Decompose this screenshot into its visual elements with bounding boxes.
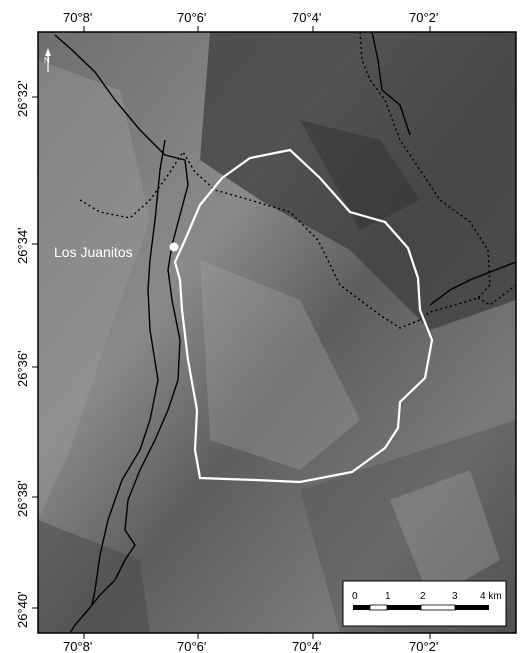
bottom-tick-label-70-2: 70°2' [409,639,438,653]
scale-segment-4 [420,604,456,611]
study-area-outline [173,148,434,484]
left-tick-label-26-38: 26°38' [15,480,30,517]
los-juanitos-marker [169,242,179,252]
scale-label-3: 3 [452,591,458,602]
scale-bar: 0 1 2 3 4 km [342,580,507,627]
scale-label-4km: 4 km [480,591,502,602]
river-west [54,34,189,633]
river-east [429,261,516,306]
top-tick-label-70-2: 70°2' [409,10,438,25]
top-tick-label-70-4: 70°4' [292,10,321,25]
left-tick-label-26-36: 26°36' [15,350,30,387]
scale-segment-1 [353,605,370,610]
left-tick-label-26-32: 26°32' [15,80,30,117]
top-tick-marks [83,26,431,32]
map-frame [37,31,517,634]
bottom-tick-label-70-8: 70°8' [63,639,92,653]
bottom-tick-label-70-6: 70°6' [177,639,206,653]
scale-segment-2 [369,604,388,611]
rivers [54,32,516,633]
scale-segment-5 [455,605,489,610]
los-juanitos-label: Los Juanitos [54,244,133,260]
scale-segment-3 [387,605,421,610]
catchment-boundary-west [79,150,421,329]
catchment-boundaries [79,32,516,329]
scale-label-0: 0 [352,591,358,602]
left-tick-label-26-34: 26°34' [15,227,30,264]
satellite-imagery [38,32,516,633]
top-tick-label-70-8: 70°8' [63,10,92,25]
catchment-boundary-east [477,284,516,306]
left-tick-label-26-40: 26°40' [15,591,30,628]
river-main [91,139,166,606]
scale-label-2: 2 [420,591,426,602]
north-arrow-letter: N [44,56,50,65]
north-arrow-icon: N [44,48,51,72]
top-tick-label-70-6: 70°6' [177,10,206,25]
left-tick-marks [32,96,38,609]
river-northeast [371,32,411,136]
scale-label-1: 1 [385,591,391,602]
bottom-tick-marks [83,633,431,639]
bottom-tick-label-70-4: 70°4' [292,639,321,653]
